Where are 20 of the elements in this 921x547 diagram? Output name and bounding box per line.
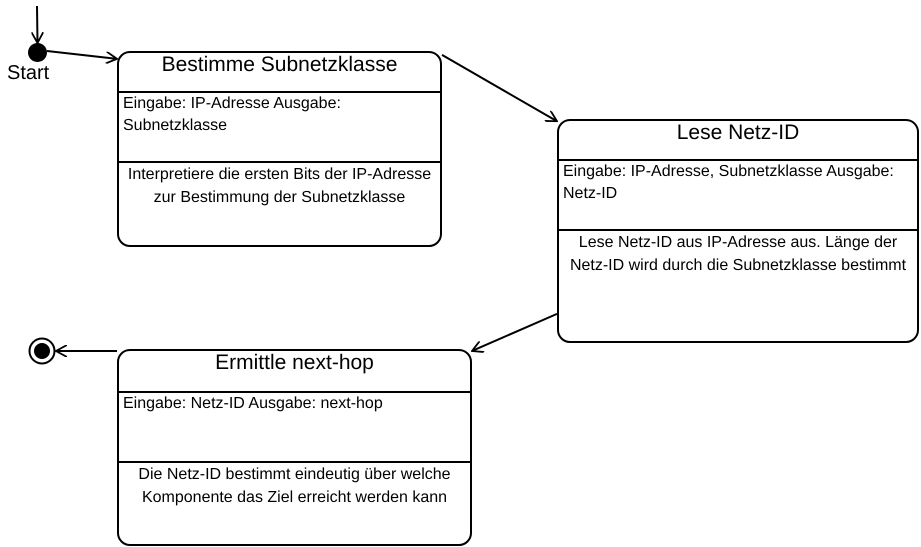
state-description: Lese Netz-ID aus IP-Adresse aus. Länge der Netz-ID wird durch die Subnetzklasse bestimmt [568, 233, 908, 276]
state-description: Interpretiere die ersten Bits der IP-Adresse zur Bestimmung der Subnetzklasse [126, 165, 432, 208]
transition-arrow [442, 54, 558, 122]
state-box [117, 349, 472, 546]
transition-arrow [55, 344, 117, 358]
state-box [557, 119, 919, 343]
state-description: Die Netz-ID bestimmt eindeutig über welche Komponente das Ziel erreicht werden kann [137, 465, 452, 508]
state-box [117, 51, 442, 247]
transition-arrow [30, 6, 44, 44]
final-state [28, 337, 56, 365]
state-attributes: Eingabe: IP-Adresse Ausgabe: Subnetzklasse [123, 94, 342, 136]
state-attributes: Eingabe: Netz-ID Ausgabe: next-hop [123, 394, 384, 414]
transition-arrow [46, 50, 118, 64]
state-caption: Start [7, 62, 50, 85]
transition-arrow [471, 312, 558, 353]
initial-state [28, 43, 47, 62]
state-name: Lese Netz-ID [676, 121, 800, 144]
state-name: Ermittle next-hop [215, 351, 374, 374]
state-attributes: Eingabe: IP-Adresse, Subnetzklasse Ausgabe: Netz-ID [563, 162, 895, 204]
state-name: Bestimme Subnetzklasse [162, 53, 398, 76]
